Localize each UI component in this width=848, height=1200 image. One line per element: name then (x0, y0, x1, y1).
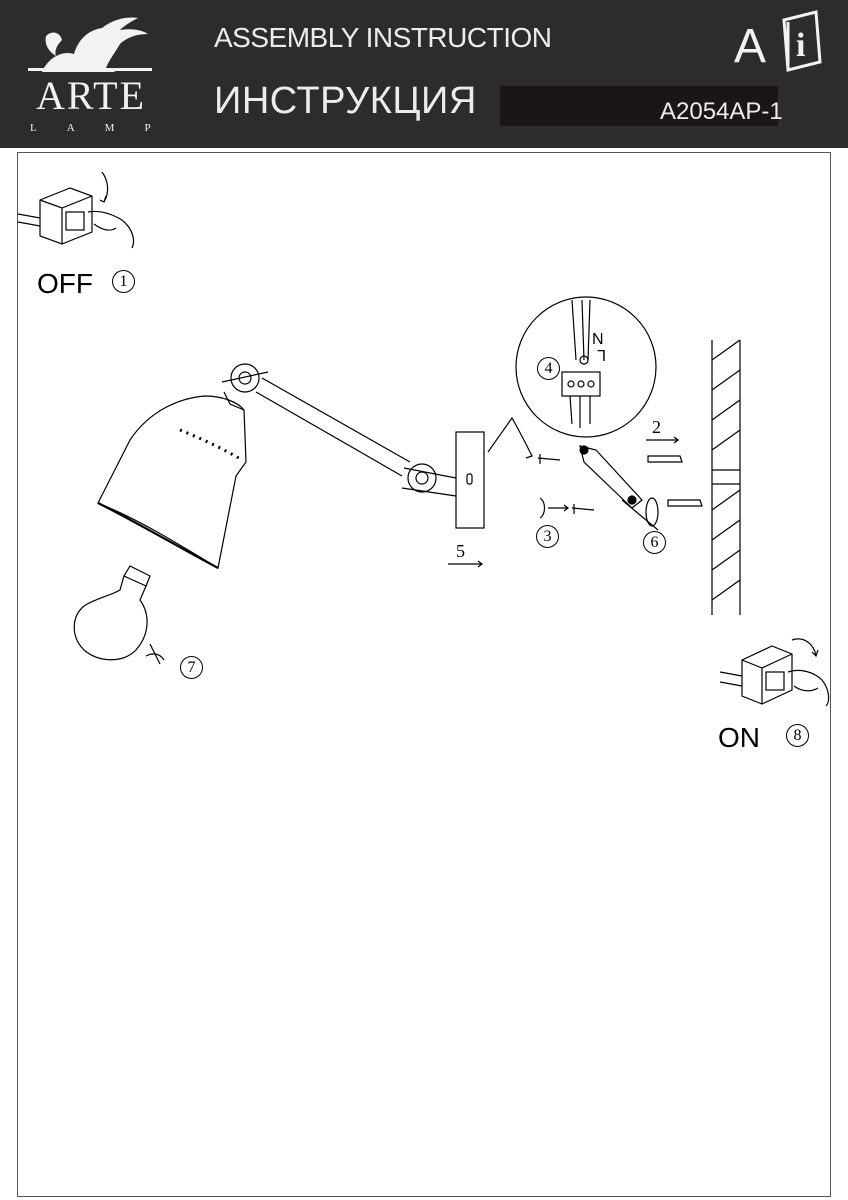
step-1-badge: 1 (112, 270, 135, 293)
step-6-badge: 6 (643, 531, 666, 554)
model-number: A2054AP-1 (660, 98, 783, 125)
brand-subtitle: LAMP (30, 122, 181, 134)
step-off-label: OFF (37, 268, 93, 299)
switch-off-icon (17, 171, 135, 249)
brand-name: ARTE (35, 73, 147, 118)
mounting-bracket-icon (579, 445, 659, 531)
info-book-icon: A i (734, 10, 822, 73)
griffin-logo-icon (28, 17, 152, 72)
light-bulb-icon (73, 565, 165, 665)
wire-neutral-label: N (592, 331, 604, 348)
wall-section-icon (711, 339, 741, 615)
switch-on-icon (719, 638, 830, 707)
step-3-badge: 3 (536, 525, 559, 548)
info-letter: A (734, 20, 766, 73)
wall-lamp-drawing (97, 363, 533, 569)
step-on-label: ON (718, 722, 760, 753)
step-2-number: 2 (652, 417, 661, 437)
header-banner: ARTE LAMP ASSEMBLY INSTRUCTION ИНСТРУКЦИ… (0, 0, 848, 148)
step-8-badge: 8 (786, 724, 809, 747)
wiring-detail-icon (515, 296, 657, 438)
title-russian: ИНСТРУКЦИЯ (214, 80, 477, 122)
step-7-badge: 7 (180, 656, 203, 679)
wire-live-label: L (597, 346, 606, 363)
title-english: ASSEMBLY INSTRUCTION (214, 22, 552, 53)
screws-and-dowels-icon (448, 436, 703, 568)
model-box (500, 86, 778, 126)
step-4-badge: 4 (537, 357, 560, 380)
info-glyph: i (796, 27, 805, 64)
content-frame (17, 152, 831, 1197)
step-5-number: 5 (456, 541, 465, 561)
